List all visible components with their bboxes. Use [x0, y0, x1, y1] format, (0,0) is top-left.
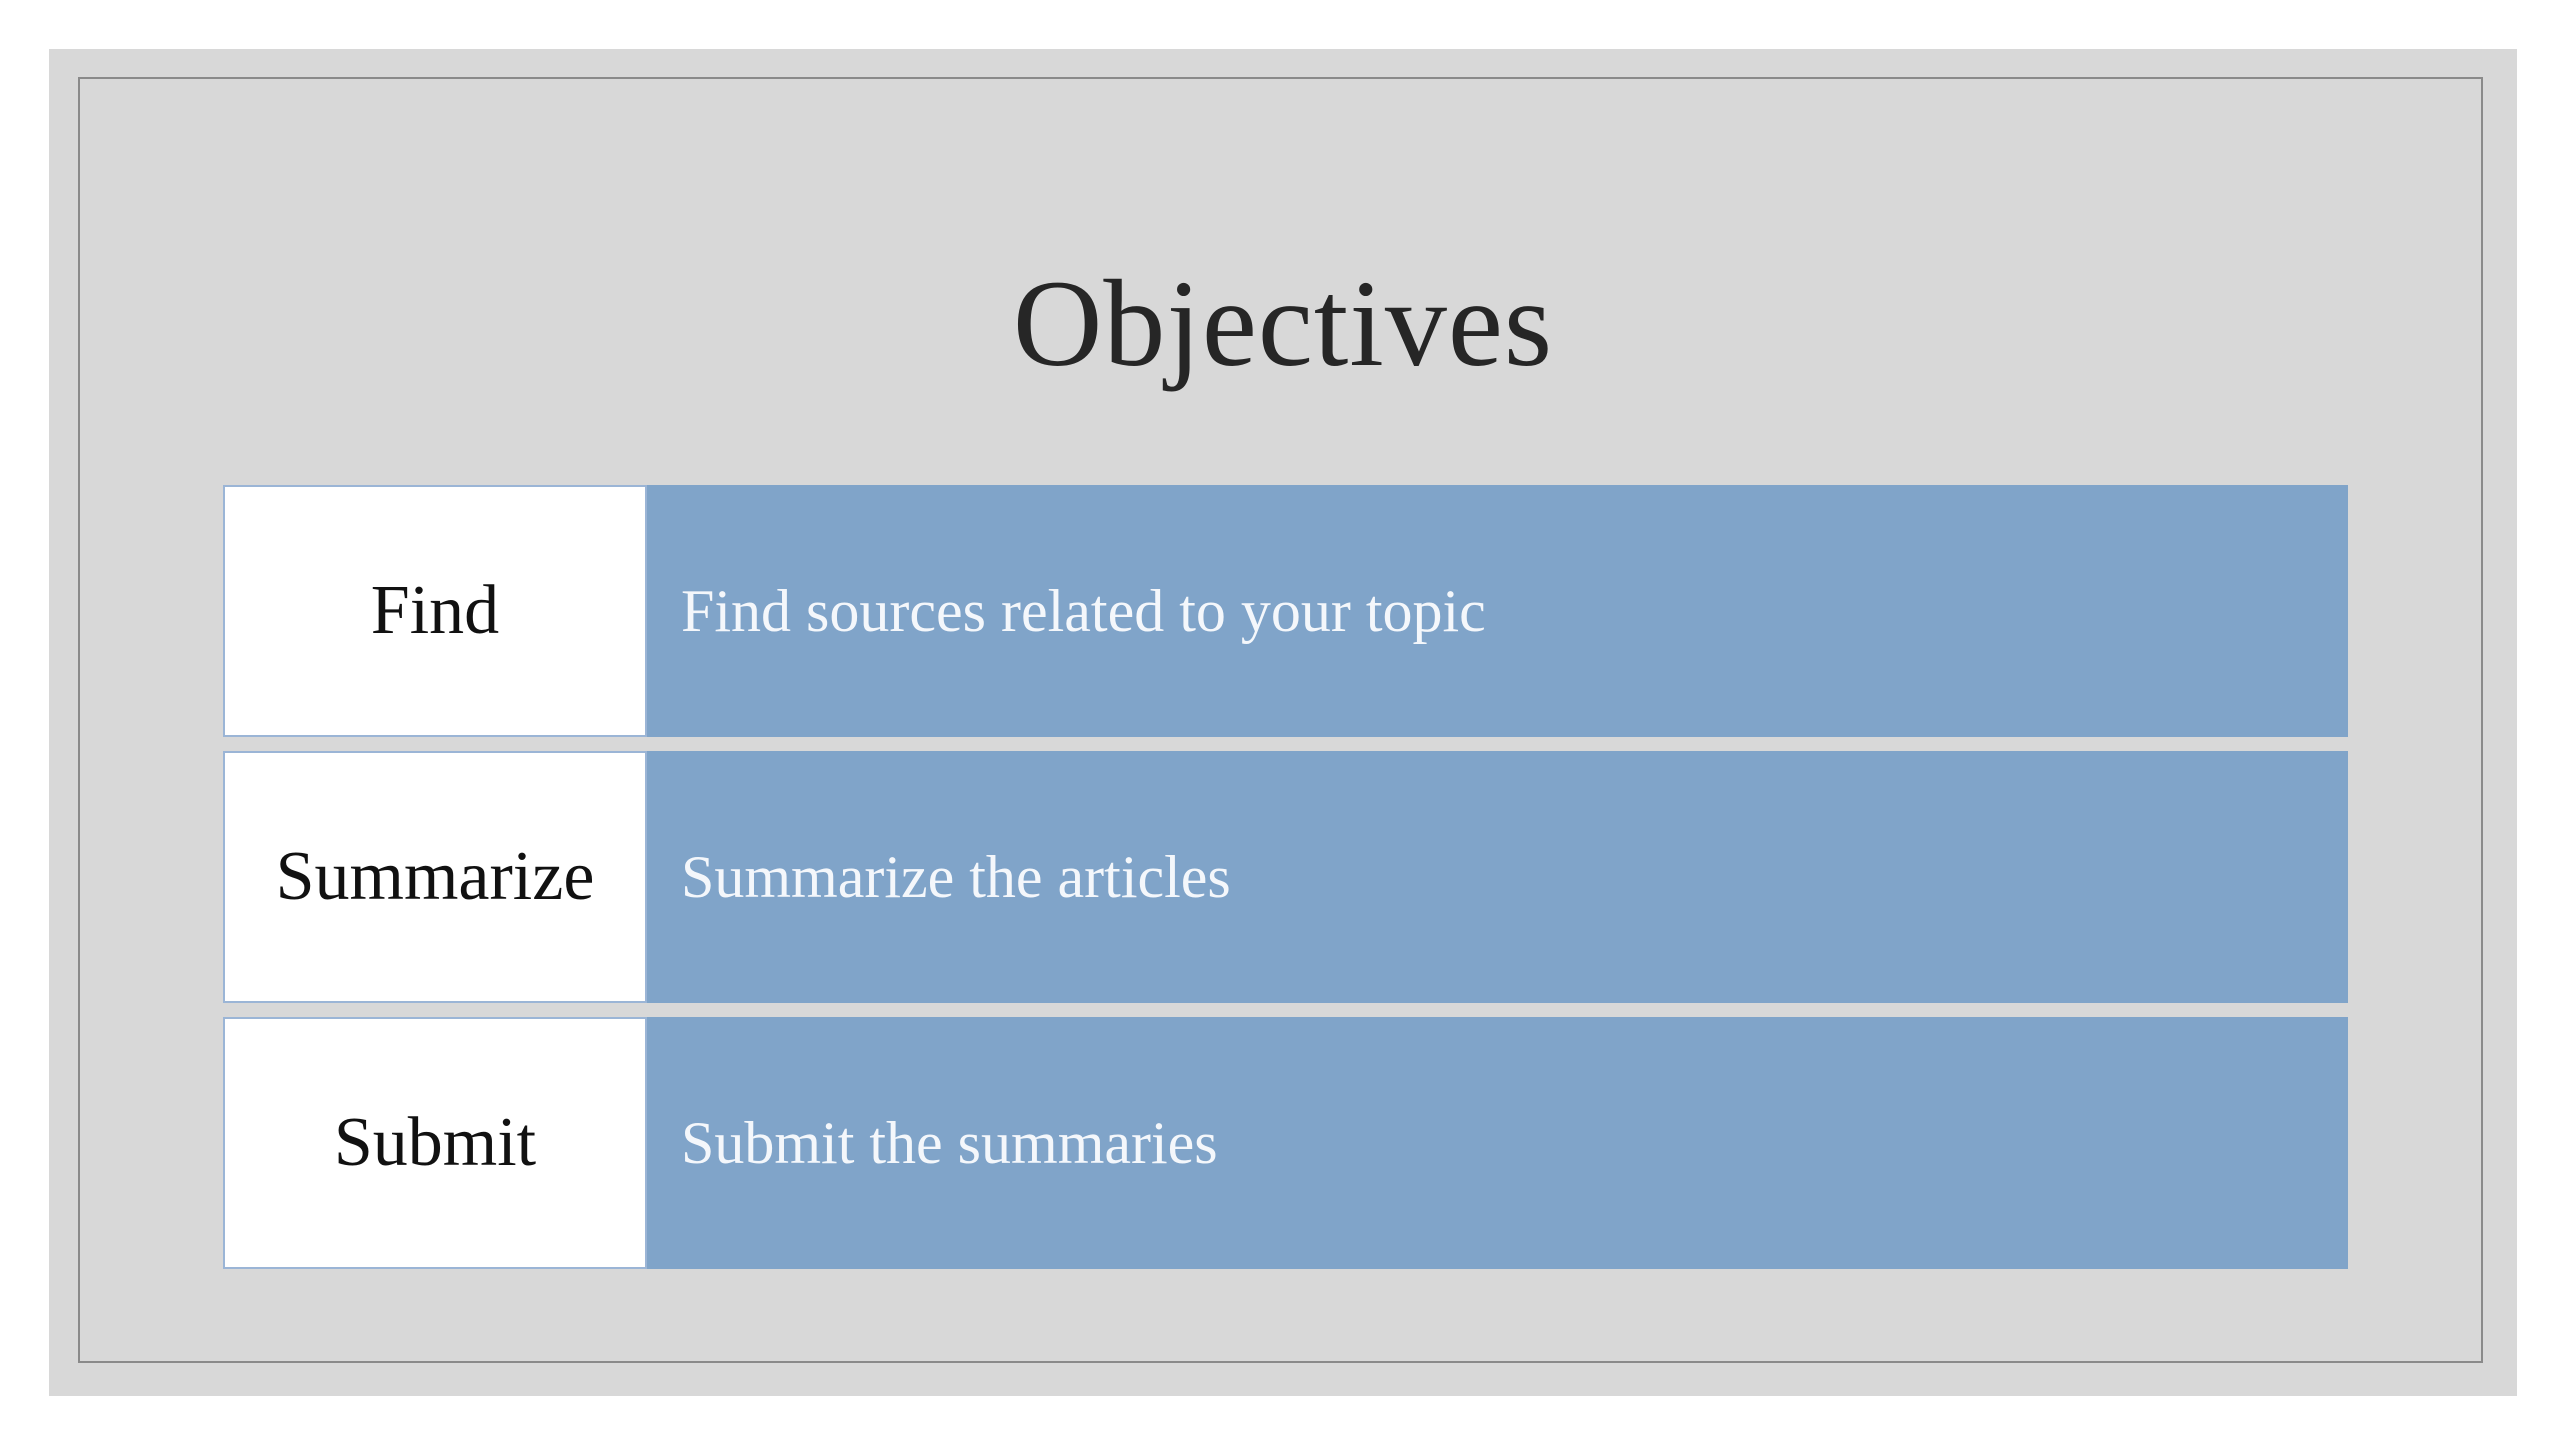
- objective-row-summarize: Summarize Summarize the articles: [223, 751, 2348, 1003]
- slide: Objectives Find Find sources related to …: [49, 49, 2517, 1396]
- objective-label: Find: [223, 485, 647, 737]
- objective-description: Summarize the articles: [647, 751, 2348, 1003]
- objective-row-submit: Submit Submit the summaries: [223, 1017, 2348, 1269]
- objective-row-find: Find Find sources related to your topic: [223, 485, 2348, 737]
- objective-description: Submit the summaries: [647, 1017, 2348, 1269]
- slide-frame: [78, 77, 2483, 1363]
- objective-label: Summarize: [223, 751, 647, 1003]
- objective-description: Find sources related to your topic: [647, 485, 2348, 737]
- slide-title: Objectives: [1012, 255, 1554, 392]
- objective-label: Submit: [223, 1017, 647, 1269]
